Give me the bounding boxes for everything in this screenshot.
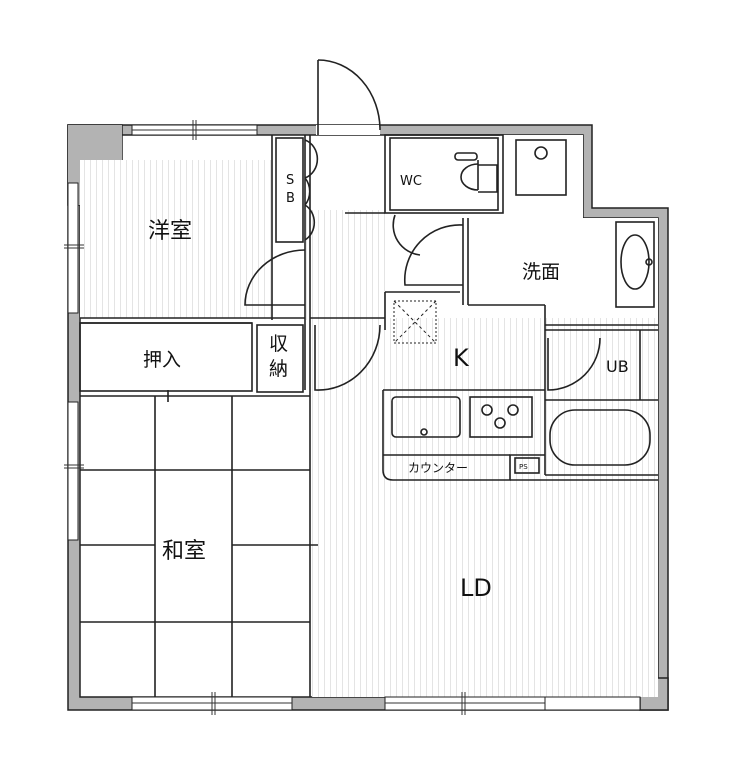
toilet-icon — [454, 152, 498, 193]
windows — [64, 120, 641, 715]
room-label-ub: UB — [606, 357, 629, 376]
room-label-storage-1: 収 — [269, 333, 288, 355]
washroom-floor — [468, 218, 658, 318]
room-doors[interactable] — [244, 139, 601, 391]
room-label-japanese: 和室 — [162, 539, 206, 564]
hall-floor — [305, 210, 385, 320]
sink-icon — [615, 221, 655, 308]
washroom-floor-top — [500, 135, 583, 220]
room-label-sb-s: S — [286, 173, 294, 188]
room-label-wc: WC — [400, 174, 422, 189]
column-top-left-notch — [68, 125, 122, 205]
room-label-washroom: 洗面 — [522, 261, 560, 283]
label-ps: PS — [519, 463, 528, 471]
washing-machine-icon — [515, 139, 567, 196]
interior-walls — [79, 134, 658, 697]
ventilation-icon — [393, 300, 437, 344]
entrance-door[interactable] — [316, 59, 381, 135]
ld-floor — [312, 318, 658, 697]
bathtub-icon — [549, 409, 651, 466]
room-label-western: 洋室 — [148, 219, 192, 244]
western-room-floor — [80, 160, 272, 318]
room-label-storage-2: 納 — [269, 358, 288, 380]
label-counter: カウンター — [408, 461, 468, 475]
room-label-ld: LD — [460, 574, 492, 602]
room-label-oshiire: 押入 — [143, 349, 181, 371]
kitchen-counter — [382, 389, 545, 481]
room-label-kitchen: K — [453, 344, 470, 372]
room-label-sb-b: B — [286, 191, 295, 206]
tatami-grid — [80, 390, 318, 697]
